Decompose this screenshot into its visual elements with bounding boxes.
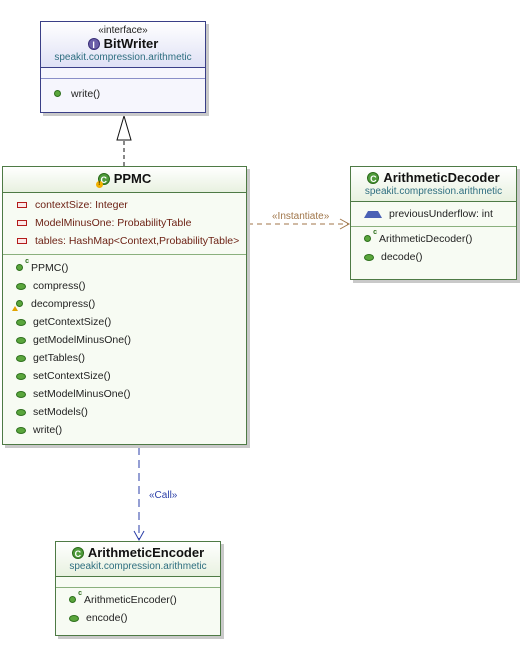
arithmetic-decoder-class-box[interactable]: C ArithmeticDecoder speakit.compression.… [350, 166, 517, 280]
bitwriter-header: «interface» I BitWriter speakit.compress… [41, 22, 205, 68]
method-row[interactable]: getContextSize() [3, 313, 246, 331]
public-method-icon [69, 614, 79, 622]
warning-icon [12, 306, 18, 311]
method-label: ArithmeticDecoder() [379, 233, 473, 245]
method-label: write() [71, 88, 101, 100]
method-label: setContextSize() [33, 370, 111, 382]
method-row[interactable]: compress() [3, 277, 246, 295]
method-label: getModelMinusOne() [33, 334, 132, 346]
method-row[interactable]: getTables() [3, 349, 246, 367]
bitwriter-package: speakit.compression.arithmetic [54, 52, 192, 63]
method-label: encode() [86, 612, 128, 624]
constructor-icon [16, 264, 23, 271]
interface-icon: I [87, 37, 100, 50]
ppmc-header: C! PPMC [3, 167, 246, 193]
method-row[interactable]: decompress() [3, 295, 246, 313]
ppmc-class-box[interactable]: C! PPMC contextSize: Integer ModelMinusO… [2, 166, 247, 445]
ppmc-fields: contextSize: Integer ModelMinusOne: Prob… [3, 193, 246, 254]
public-method-icon [16, 372, 26, 380]
warning-badge-icon: ! [95, 180, 103, 188]
call-arrowhead [133, 530, 145, 542]
private-field-icon [17, 202, 27, 208]
field-label: ModelMinusOne: ProbabilityTable [35, 217, 192, 229]
method-row[interactable]: write() [3, 421, 246, 439]
public-method-icon [16, 318, 26, 326]
instantiate-label: «Instantiate» [272, 211, 330, 222]
method-label: getTables() [33, 352, 85, 364]
decoder-package: speakit.compression.arithmetic [364, 186, 503, 197]
public-method-icon [16, 354, 26, 362]
method-label: PPMC() [31, 262, 69, 274]
decoder-header: C ArithmeticDecoder speakit.compression.… [351, 167, 516, 202]
decoder-fields: previousUnderflow: int [351, 202, 516, 226]
constructor-icon [364, 235, 371, 242]
public-method-icon [16, 282, 26, 290]
field-label: previousUnderflow: int [389, 208, 493, 220]
encoder-package: speakit.compression.arithmetic [69, 561, 207, 572]
realization-arrowhead [116, 114, 132, 141]
method-label: compress() [33, 280, 86, 292]
method-row[interactable]: write() [41, 85, 205, 103]
encoder-name: ArithmeticEncoder [87, 545, 205, 560]
field-label: tables: HashMap<Context,ProbabilityTable… [35, 235, 240, 247]
bitwriter-interface-box[interactable]: «interface» I BitWriter speakit.compress… [40, 21, 206, 113]
method-label: decompress() [31, 298, 96, 310]
protected-field-icon [364, 210, 382, 218]
method-row[interactable]: setModelMinusOne() [3, 385, 246, 403]
field-row[interactable]: contextSize: Integer [3, 196, 246, 214]
private-field-icon [17, 220, 27, 226]
bitwriter-name: BitWriter [103, 36, 159, 51]
public-method-icon [16, 336, 26, 344]
method-row[interactable]: setContextSize() [3, 367, 246, 385]
instantiate-arrowhead [339, 218, 351, 230]
ppmc-name: PPMC [113, 171, 152, 186]
public-method-icon [16, 408, 26, 416]
arithmetic-encoder-class-box[interactable]: C ArithmeticEncoder speakit.compression.… [55, 541, 221, 636]
public-method-icon [54, 90, 61, 97]
private-field-icon [17, 238, 27, 244]
class-icon: C! [95, 172, 110, 188]
encoder-fields [56, 577, 220, 587]
field-label: contextSize: Integer [35, 199, 128, 211]
call-label: «Call» [149, 490, 178, 501]
method-row[interactable]: encode() [56, 609, 220, 627]
class-icon: C [367, 171, 380, 184]
constructor-icon [69, 596, 76, 603]
public-method-icon [16, 300, 23, 307]
bitwriter-fields [41, 68, 205, 78]
method-label: setModelMinusOne() [33, 388, 131, 400]
method-label: decode() [381, 251, 423, 263]
method-row[interactable]: decode() [351, 248, 516, 266]
public-method-icon [364, 253, 374, 261]
bitwriter-methods: write() [41, 78, 205, 107]
decoder-name: ArithmeticDecoder [383, 170, 500, 185]
encoder-header: C ArithmeticEncoder speakit.compression.… [56, 542, 220, 577]
method-label: getContextSize() [33, 316, 112, 328]
field-row[interactable]: previousUnderflow: int [351, 205, 516, 223]
public-method-icon [16, 390, 26, 398]
method-row[interactable]: getModelMinusOne() [3, 331, 246, 349]
method-label: write() [33, 424, 63, 436]
field-row[interactable]: tables: HashMap<Context,ProbabilityTable… [3, 232, 246, 250]
method-label: ArithmeticEncoder() [84, 594, 177, 606]
method-label: setModels() [33, 406, 88, 418]
class-icon: C [71, 546, 84, 559]
public-method-icon [16, 426, 26, 434]
field-row[interactable]: ModelMinusOne: ProbabilityTable [3, 214, 246, 232]
method-row[interactable]: setModels() [3, 403, 246, 421]
bitwriter-stereotype: «interface» [98, 25, 148, 36]
